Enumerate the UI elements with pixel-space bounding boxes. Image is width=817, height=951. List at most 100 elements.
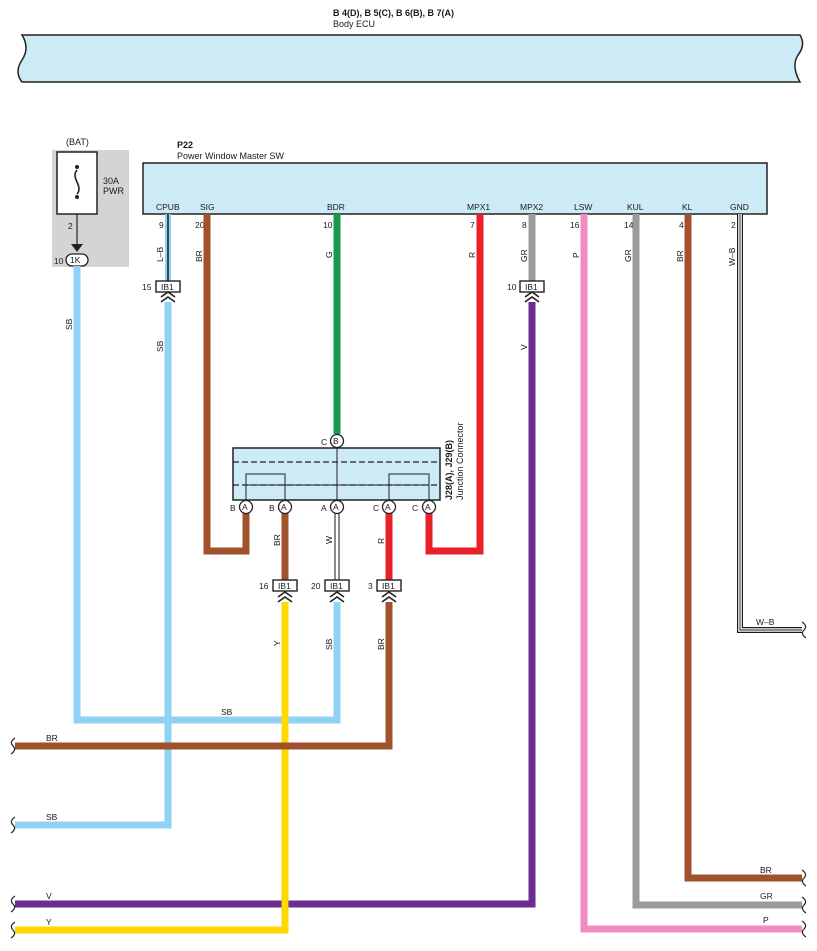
pin-num-kl: 4 [679,220,684,230]
wire-sb-left [15,302,172,829]
pin-num-mpx1: 7 [470,220,475,230]
wire-label-r-mpx1: R [467,252,477,258]
svg-text:10: 10 [507,282,517,292]
ecu-title: B 4(D), B 5(C), B 6(B), B 7(A) [333,8,454,18]
wire-label-sb-horiz: SB [221,707,233,717]
wire-y [15,602,289,934]
junction-bottom-pin-3: A A [321,499,345,515]
pin-num-kul: 14 [624,220,634,230]
fuse-connector-code: 1K [70,255,81,265]
wire-label-sb-fuse: SB [64,318,74,330]
pin-label-bdr: BDR [327,202,345,212]
wire-br-bottom [15,602,393,750]
pin-label-kul: KUL [627,202,644,212]
fuse-element-icon [74,169,80,195]
wire-label-sb-bottom-left: SB [46,812,58,822]
svg-text:IB1: IB1 [278,581,291,591]
fuse-source-label: (BAT) [66,137,89,147]
wire-v [15,302,536,908]
svg-text:A: A [333,502,339,512]
junction-bottom-pin-5: C A [412,499,437,515]
wire-label-br-j: BR [272,534,282,546]
wire-label-g: G [324,251,334,258]
wire-label-wb: W–B [727,247,737,266]
pin-num-sig: 20 [195,220,205,230]
junction-name: Junction Connector [455,422,465,500]
wire-break-marks-right [801,621,807,938]
pin-label-lsw: LSW [574,202,592,212]
master-sw-code: P22 [177,140,193,150]
svg-text:16: 16 [259,581,269,591]
wire-r-mpx1 [425,214,484,555]
wire-label-lb: L–B [155,247,165,262]
ecu-subtitle: Body ECU [333,19,375,29]
wire-label-y-vert: Y [272,640,282,646]
wire-label-gr-kul: GR [623,249,633,262]
svg-text:A: A [242,502,248,512]
inline-connector-ib1-10: 10 IB1 [507,280,545,303]
svg-text:B: B [269,503,275,513]
wire-wb-gnd [737,214,802,633]
wire-label-br-right: BR [760,865,772,875]
svg-text:B: B [230,503,236,513]
body-ecu-bar [17,34,804,83]
junction-top-conn: B [333,436,339,446]
pin-num-gnd: 2 [731,220,736,230]
junction-bottom-pin-2: B A [269,499,293,515]
wire-break-marks-left [10,737,16,939]
wire-label-y-bottom-left: Y [46,917,52,927]
pin-label-mpx1: MPX1 [467,202,490,212]
fuse-name: PWR [103,186,124,196]
junction-top-pin [329,433,345,449]
wire-label-p: P [571,252,581,258]
inline-connector-ib1-16: 16 IB1 [259,579,298,603]
svg-text:3: 3 [368,581,373,591]
svg-text:A: A [385,502,391,512]
pin-label-mpx2: MPX2 [520,202,543,212]
wire-label-br-kl: BR [675,250,685,262]
wire-label-w: W [324,536,334,544]
svg-text:IB1: IB1 [382,581,395,591]
wire-br-kl [684,214,802,882]
wire-label-r-j: R [376,538,386,544]
pin-label-kl: KL [682,202,693,212]
pin-num-cpub: 9 [159,220,164,230]
wire-p-lsw [580,214,802,933]
junction-code: J28(A), J29(B) [444,440,454,500]
svg-text:15: 15 [142,282,152,292]
svg-text:20: 20 [311,581,321,591]
svg-text:A: A [281,502,287,512]
wire-label-gr-mpx2: GR [519,249,529,262]
wire-sb-fuse [73,266,341,724]
svg-text:IB1: IB1 [161,282,174,292]
fuse-rating: 30A [103,176,119,186]
inline-connector-ib1-3: 3 IB1 [368,579,402,603]
master-sw-box [142,162,768,215]
fuse-connector-pin: 10 [54,256,64,266]
pin-label-gnd: GND [730,202,749,212]
inline-connector-ib1-20: 20 IB1 [311,579,350,603]
svg-text:IB1: IB1 [525,282,538,292]
fuse-pin-out: 2 [68,221,73,231]
wire-label-gr-right: GR [760,891,773,901]
wire-br-sig [203,214,250,555]
pin-num-lsw: 16 [570,220,580,230]
svg-text:C: C [412,503,418,513]
inline-connector-ib1-15: 15 IB1 [142,280,181,303]
junction-bottom-pin-1: B A [230,499,254,515]
pin-num-mpx2: 8 [522,220,527,230]
wire-label-br-sig: BR [194,250,204,262]
junction-top-letter: C [321,437,327,447]
wire-label-br-bottom-left: BR [46,733,58,743]
svg-text:C: C [373,503,379,513]
pin-label-sig: SIG [200,202,215,212]
pin-num-bdr: 10 [323,220,333,230]
wire-label-br-vert: BR [376,638,386,650]
wire-label-sb-vert: SB [324,638,334,650]
master-sw-name: Power Window Master SW [177,151,285,161]
svg-text:IB1: IB1 [330,581,343,591]
wire-label-sb-left: SB [155,340,165,352]
svg-text:A: A [425,502,431,512]
wire-label-v: V [519,344,529,350]
